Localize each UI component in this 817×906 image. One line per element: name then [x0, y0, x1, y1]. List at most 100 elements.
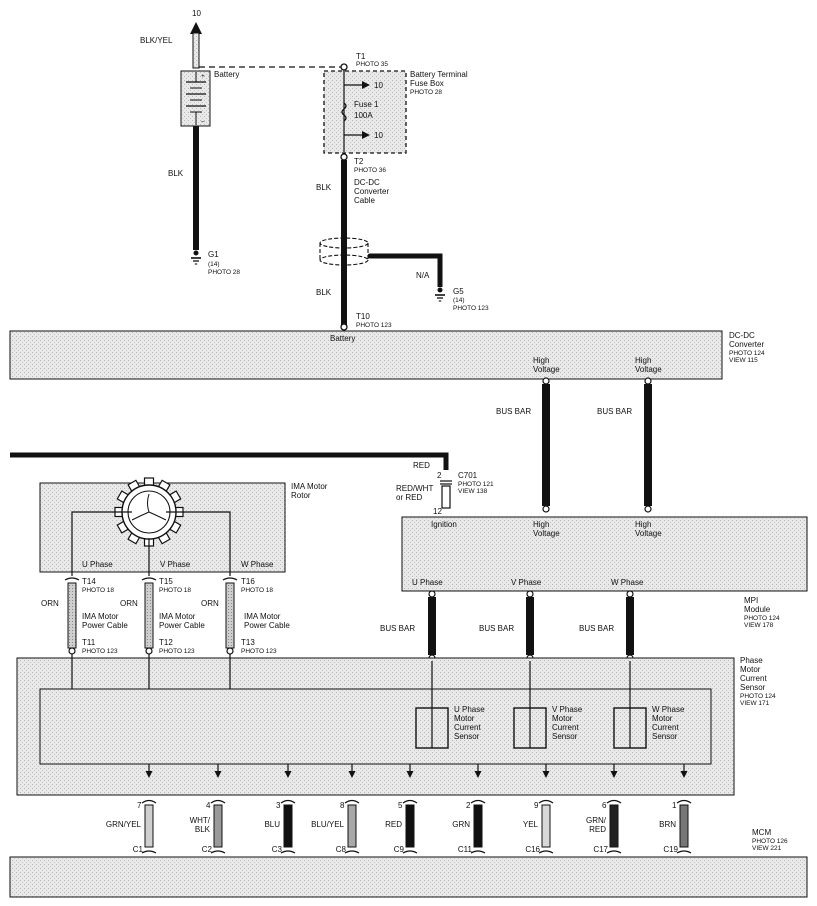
arrow-down-icon	[610, 771, 618, 778]
mcm-pin-number: 5	[398, 801, 403, 810]
arrow-right-icon	[362, 81, 370, 89]
mcm-pin-wire-color: BRN	[659, 820, 676, 829]
mpi-module-view: VIEW 178	[744, 622, 774, 629]
connector-icon	[141, 799, 157, 804]
t1-id: T1	[356, 52, 366, 61]
g5-id: G5	[453, 287, 464, 296]
ignition-feed-wire	[10, 452, 449, 470]
fuse-icon	[341, 102, 347, 122]
ima-rotor-name-2: Rotor	[291, 491, 311, 500]
dcdc-wire-color-upper: BLK	[316, 183, 332, 192]
power-cable-u: T14 PHOTO 18 ORN IMA Motor Power Cable T…	[41, 577, 128, 655]
rotor-w-wire	[166, 511, 231, 576]
connector-icon	[222, 577, 238, 581]
motor-gear-icon	[114, 477, 184, 547]
w-sensor-label-3: Current	[652, 723, 679, 732]
mcm-pin-number: 7	[137, 801, 142, 810]
power-cable-v-color: ORN	[120, 599, 138, 608]
arrow-down-icon	[542, 771, 550, 778]
phase-bus-bars: BUS BAR BUS BAR BUS BAR	[380, 590, 634, 662]
mpi-v-phase: V Phase	[511, 578, 542, 587]
mcm-pin-wire	[283, 804, 293, 848]
mpi-hv1-2: Voltage	[533, 529, 560, 538]
hv1-mpi-terminal	[542, 505, 550, 513]
mcm-pin-connector: C17	[593, 845, 608, 854]
power-cable-v-photo-top: PHOTO 18	[159, 587, 191, 594]
power-cable-u-name-1: IMA Motor	[82, 612, 119, 621]
mcm-pin-number: 9	[534, 801, 539, 810]
ground-icon	[190, 257, 202, 265]
v-sensor-label-3: Current	[552, 723, 579, 732]
dcdc-hv2-2: Voltage	[635, 365, 662, 374]
dcdc-converter-name-1: DC-DC	[729, 331, 755, 340]
arrow-right-icon	[362, 131, 370, 139]
mpi-module-photo: PHOTO 124	[744, 615, 780, 622]
t2-photo: PHOTO 36	[354, 167, 386, 174]
mcm-pin-connector: C1	[133, 845, 144, 854]
battery-section: 10 BLK/YEL + – Battery BLK G1 (14) PHOTO…	[140, 9, 342, 276]
dcdc-hv1-2: Voltage	[533, 365, 560, 374]
rotor-u-phase: U Phase	[82, 560, 113, 569]
dcdc-wire-color-lower: BLK	[316, 288, 332, 297]
power-cable-u-wire	[67, 582, 77, 649]
mpi-hv2-2: Voltage	[635, 529, 662, 538]
connector-icon	[606, 799, 622, 804]
hv1-bus-bar-label: BUS BAR	[496, 407, 531, 416]
mcm-section: MCM PHOTO 126 VIEW 221	[9, 828, 808, 898]
current-sensor-inner-box	[39, 688, 712, 765]
mcm-pin-connector: C16	[525, 845, 540, 854]
connector-icon	[280, 799, 296, 804]
power-cable-w-bottom-terminal	[226, 647, 234, 655]
fuse-ref-top: 10	[374, 81, 383, 90]
connector-icon	[344, 799, 360, 804]
mpi-hv1-1: High	[533, 520, 549, 529]
power-cable-w-t-top: T16	[241, 577, 255, 586]
w-sensor-label-1: W Phase	[652, 705, 685, 714]
g1-num: (14)	[208, 261, 220, 268]
arrow-down-icon	[214, 771, 222, 778]
mcm-pin-connector: C11	[458, 845, 473, 854]
fuse-label-2: 100A	[354, 111, 373, 120]
w-phase-bus-bar-label: BUS BAR	[579, 624, 614, 633]
power-cable-v-photo-bot: PHOTO 123	[159, 648, 195, 655]
mcm-pin-wire-color: WHT/	[190, 816, 211, 825]
w-sensor-label-2: Motor	[652, 714, 673, 723]
ground-icon	[434, 294, 446, 302]
power-cable-w-wire	[225, 582, 235, 649]
hv-bus-bars: BUS BAR BUS BAR	[496, 377, 652, 513]
mcm-pin-number: 8	[340, 801, 345, 810]
fuse-box-photo: PHOTO 28	[410, 89, 442, 96]
current-sensor-name-3: Current	[740, 674, 767, 683]
battery-top-wire-color: BLK/YEL	[140, 36, 173, 45]
mcm-pin-wire-color: BLU/YEL	[311, 820, 344, 829]
t10-terminal	[340, 323, 348, 331]
v-sensor-label-1: V Phase	[552, 705, 583, 714]
power-cable-u-bottom-terminal	[68, 647, 76, 655]
power-cable-w-name-2: Power Cable	[244, 621, 290, 630]
mcm-pin-number: 3	[276, 801, 281, 810]
dcdc-hv1-1: High	[533, 356, 549, 365]
arrow-down-icon	[145, 771, 153, 778]
battery-minus: –	[201, 118, 205, 125]
mcm-pin-wire	[473, 804, 483, 848]
ima-rotor-name-1: IMA Motor	[291, 482, 328, 491]
dcdc-converter-name-2: Converter	[729, 340, 764, 349]
mcm-name: MCM	[752, 828, 771, 837]
mpi-module-box	[401, 516, 808, 592]
c701-wire-bottom-2: or RED	[396, 493, 422, 502]
arrow-down-icon	[406, 771, 414, 778]
power-cable-v-t-top: T15	[159, 577, 173, 586]
power-cable-u-t-bot: T11	[82, 638, 96, 647]
g5-num: (14)	[453, 297, 465, 304]
mcm-pin-connector: C19	[663, 845, 678, 854]
connector-icon	[64, 577, 80, 581]
c701-pin-top: 2	[437, 471, 442, 480]
power-cable-v-t-bot: T12	[159, 638, 173, 647]
mcm-pin-wire-color: RED	[589, 825, 606, 834]
power-cable-v-name-2: Power Cable	[159, 621, 205, 630]
mcm-pin-wire-color: YEL	[523, 820, 539, 829]
ignition-wire-section: RED 2 C701 PHOTO 121 VIEW 138 RED/WHT or…	[10, 452, 494, 516]
w-sensor-label-4: Sensor	[652, 732, 678, 741]
v-sensor-label-4: Sensor	[552, 732, 578, 741]
u-phase-mpi-terminal	[428, 590, 436, 598]
